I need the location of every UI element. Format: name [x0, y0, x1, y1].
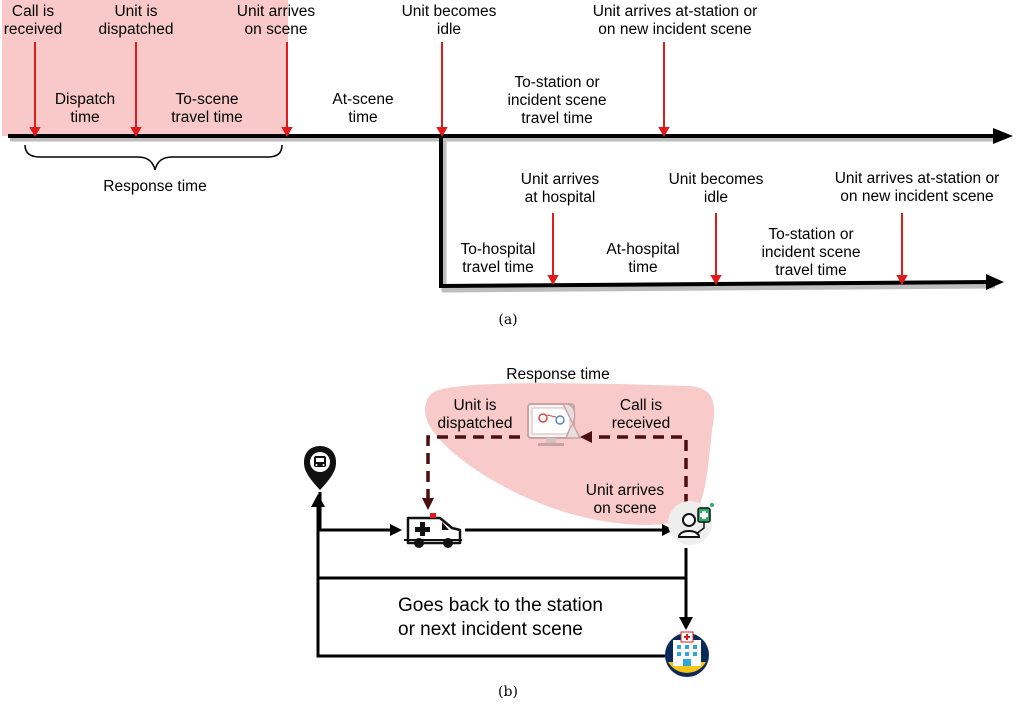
timeline-diagram	[2, 0, 1013, 293]
response-time-shade	[2, 0, 288, 136]
hospital-timeline	[438, 280, 991, 288]
arrowhead-to-patient	[662, 524, 674, 536]
hospital-timeline-arrowhead	[986, 274, 1004, 290]
response-time-brace	[24, 144, 283, 171]
response-time-blob	[425, 383, 715, 525]
patient-icon	[668, 501, 714, 545]
hospital-icon	[665, 631, 709, 677]
ambulance-icon	[404, 513, 462, 548]
dispatcher-computer-icon	[527, 403, 582, 446]
dashed-arrowhead-left	[580, 431, 592, 443]
arrowhead-to-ambulance	[390, 524, 402, 536]
caption-a: (a)	[498, 312, 518, 328]
label-b-response-time: Response time	[506, 366, 610, 383]
label-response-time: Response time	[103, 178, 207, 195]
station-to-ambulance-line	[318, 492, 392, 532]
station-pin-icon	[304, 446, 336, 490]
dashed-dispatch-to-ambulance	[426, 435, 520, 500]
hospital-return-line	[316, 505, 666, 658]
arrowhead-to-hospital	[679, 617, 693, 630]
branch-shadow-h	[441, 283, 996, 293]
caption-b: (b)	[498, 684, 518, 700]
main-timeline-arrowhead	[993, 128, 1013, 144]
arrowhead-to-station	[311, 494, 325, 507]
dashed-arrowhead-down	[422, 498, 434, 510]
dashed-scene-to-call	[592, 435, 688, 505]
